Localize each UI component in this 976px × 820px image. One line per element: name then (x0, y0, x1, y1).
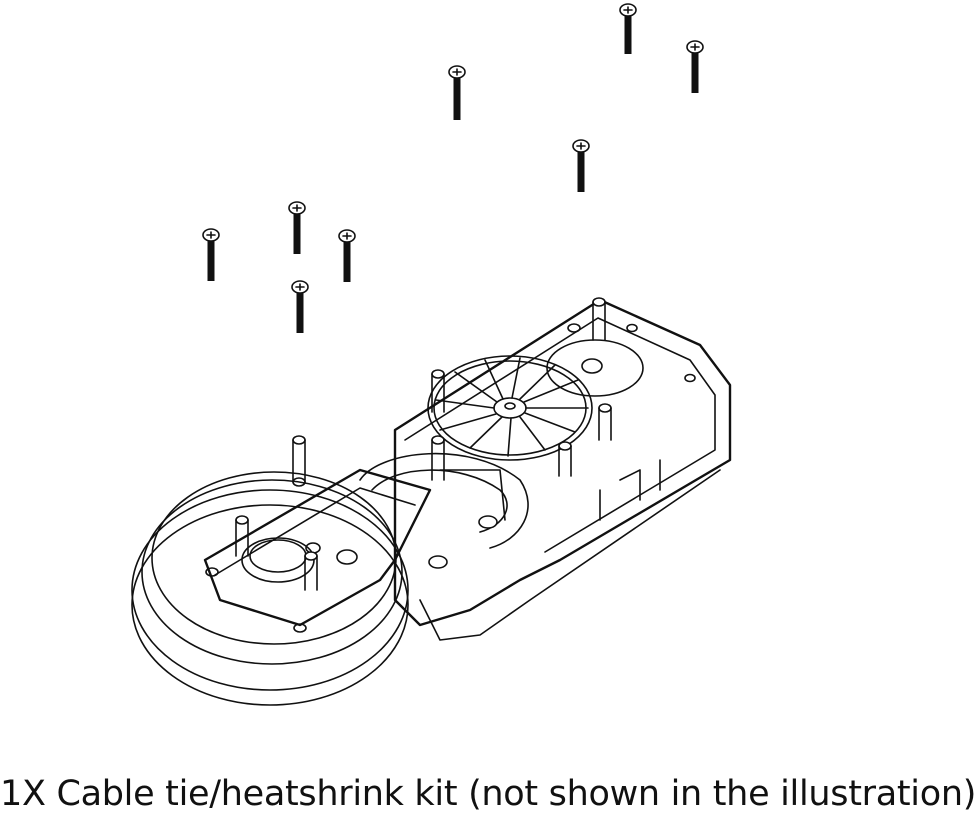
standoff-posts (235, 297, 612, 591)
gear-hub (493, 397, 527, 419)
platform-port (241, 537, 315, 583)
screw (686, 40, 704, 93)
screw (448, 65, 466, 120)
assembly-illustration (131, 3, 732, 706)
screw (338, 229, 356, 282)
screw (202, 228, 220, 281)
screw (619, 3, 637, 54)
platform (203, 468, 432, 627)
screw (291, 280, 309, 333)
lower-ring-outer (131, 504, 409, 706)
gear-wheel (427, 355, 593, 461)
housing (131, 297, 732, 706)
screw (572, 139, 590, 192)
caption: 1X Cable tie/heatshrink kit (not shown i… (0, 774, 976, 814)
gear-spokes (435, 357, 589, 457)
screw-group (202, 3, 704, 333)
lower-ring-mid (131, 489, 409, 691)
gearbox-outline (393, 298, 732, 627)
screw (288, 201, 306, 254)
